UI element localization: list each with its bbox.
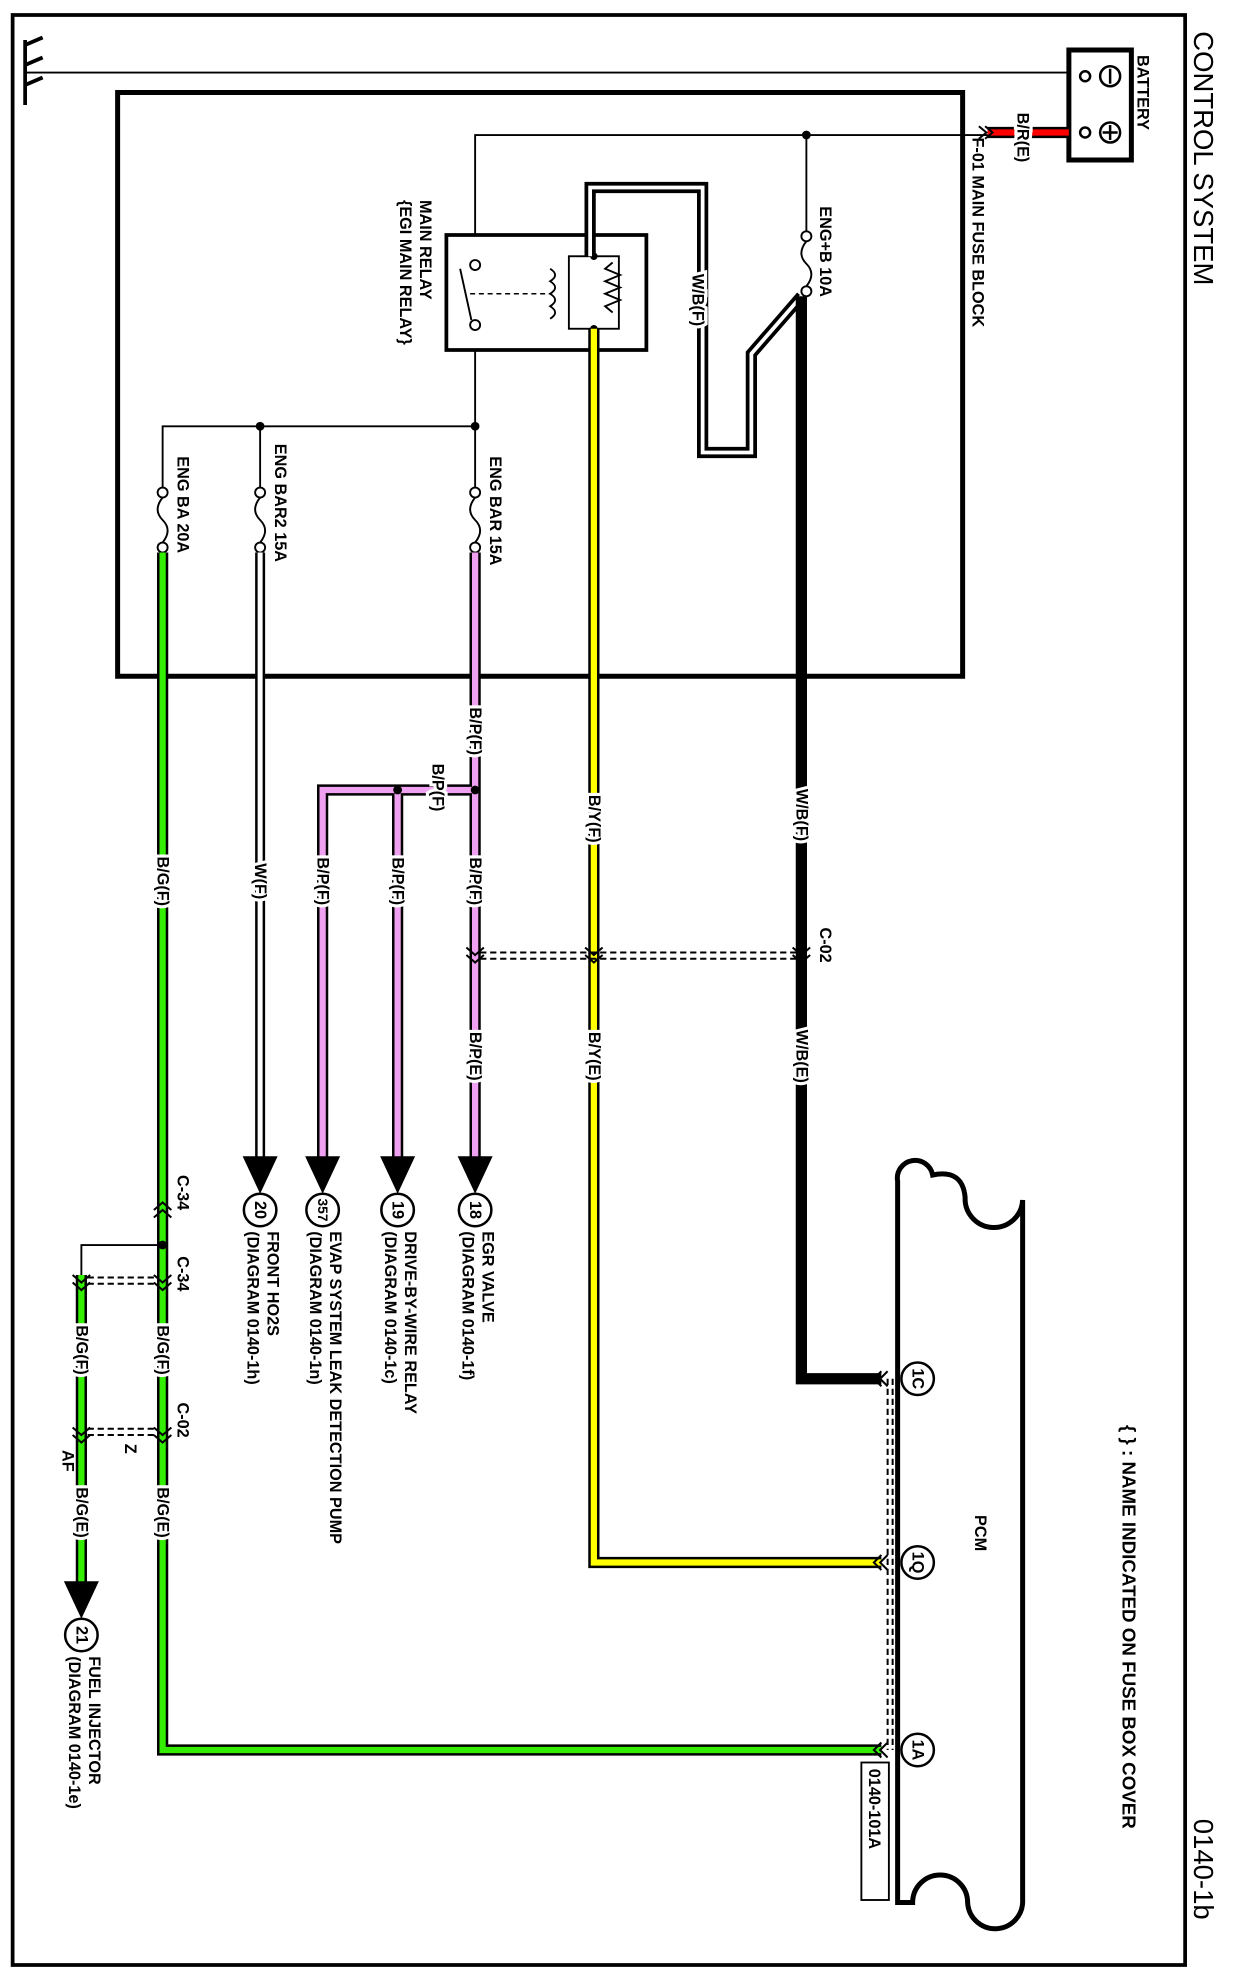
battery-icon [1066,47,1134,163]
battery-label: BATTERY [1134,55,1152,130]
pcm-pin: 1C [909,1368,927,1389]
wire-label: B/P(F) [466,707,484,755]
destination-number[interactable]: 21 [72,1626,90,1644]
wire-label: B/G(F) [154,856,172,906]
destination-ref: (DIAGRAM 0140-1c) [381,1231,399,1384]
wire-label: B/G(E) [72,1487,90,1538]
wire-label: B/P(F) [429,764,447,812]
fuse-label: ENG BAR2 15A [271,444,289,563]
wire-label: B/Y(F) [585,795,603,843]
destination-number[interactable]: 19 [389,1201,407,1219]
main-relay [444,187,649,352]
destination-link[interactable]: 19 DRIVE-BY-WIRE RELAY (DIAGRAM 0140-1c) [381,1201,419,1414]
wire-label: B/G(F) [72,1325,90,1375]
fuse-box-note: { } : NAME INDICATED ON FUSE BOX COVER [1119,1425,1140,1829]
destination-link[interactable]: 20 FRONT HO2S (DIAGRAM 0140-1h) [244,1201,282,1385]
connector-id-box [860,1761,890,1901]
wire-label-br: B/R(E) [1014,113,1032,163]
wire-label: B/G(F) [154,1325,172,1375]
destination-link[interactable]: 357 EVAP SYSTEM LEAK DETECTION PUMP (DIA… [306,1199,344,1545]
destination-ref: (DIAGRAM 0140-1f) [459,1231,477,1380]
pcm-pin: 1A [909,1740,927,1761]
connector-label: Z [121,1444,139,1454]
destination-name: FRONT HO2S [264,1231,282,1336]
destination-name: EGR VALVE [479,1231,497,1323]
fuse-icon [156,230,813,554]
destination-name: EVAP SYSTEM LEAK DETECTION PUMP [326,1231,344,1544]
destination-ref: (DIAGRAM 0140-1e) [65,1656,83,1809]
connector-label: C-02 [174,1403,192,1438]
destination-ref: (DIAGRAM 0140-1h) [244,1231,262,1385]
destination-number[interactable]: 357 [315,1199,330,1222]
connector-id: 0140-101A [865,1769,883,1850]
wire-label: B/P(F) [314,857,332,905]
pcm-module [894,1157,1026,1932]
ground-icon [23,35,1069,105]
pcm-pin: 1Q [909,1552,927,1574]
destination-ref: (DIAGRAM 0140-1n) [306,1231,324,1385]
connector-label: C-02 [816,928,834,963]
arrow-icon [63,1156,493,1619]
fuse-label: ENG BA 20A [174,456,192,553]
wire-label: W/B(F) [792,789,810,841]
destination-name: FUEL INJECTOR [85,1656,103,1785]
connector-label: C-34 [174,1175,192,1210]
destination-number[interactable]: 20 [251,1201,269,1219]
fuse-label: ENG BAR 15A [486,456,504,566]
wire-wb [584,181,882,1385]
wire-label: W/B(F) [689,274,707,326]
page-title: CONTROL SYSTEM [1188,31,1219,285]
page-border [10,13,1187,1967]
destination-name: DRIVE-BY-WIRE RELAY [401,1231,419,1414]
destination-number[interactable]: 18 [466,1201,484,1219]
relay-label: MAIN RELAY [416,200,434,300]
connector-label: C-34 [174,1256,192,1291]
wire-label: B/G(E) [154,1487,172,1538]
connector-label: AF [59,1450,77,1472]
pcm-label: PCM [971,1515,989,1551]
fuse-label: ENG+B 10A [816,206,834,297]
wire-label: B/P(E) [466,1032,484,1081]
wire-label: B/P(F) [389,857,407,905]
wire-label: B/Y(E) [585,1032,603,1081]
connector-icon [71,125,995,1759]
destination-circle-icon [63,1192,493,1653]
destination-link[interactable]: 18 EGR VALVE (DIAGRAM 0140-1f) [459,1201,497,1380]
wire-bp [317,552,481,1163]
wire-label: W/B(E) [792,1030,810,1083]
pcm-pin-icon [900,1361,936,1768]
wire-bg [75,552,882,1756]
diagram-id: 0140-1b [1188,1819,1219,1920]
wire-label: W(F) [251,863,269,899]
relay-alt-name: {EGI MAIN RELAY} [396,200,414,345]
main-fuse-block [115,90,966,679]
fuse-block-label: F-01 MAIN FUSE BLOCK [969,138,987,328]
wire-label: B/P(F) [466,857,484,905]
destination-link[interactable]: 21 FUEL INJECTOR (DIAGRAM 0140-1e) [65,1626,103,1809]
